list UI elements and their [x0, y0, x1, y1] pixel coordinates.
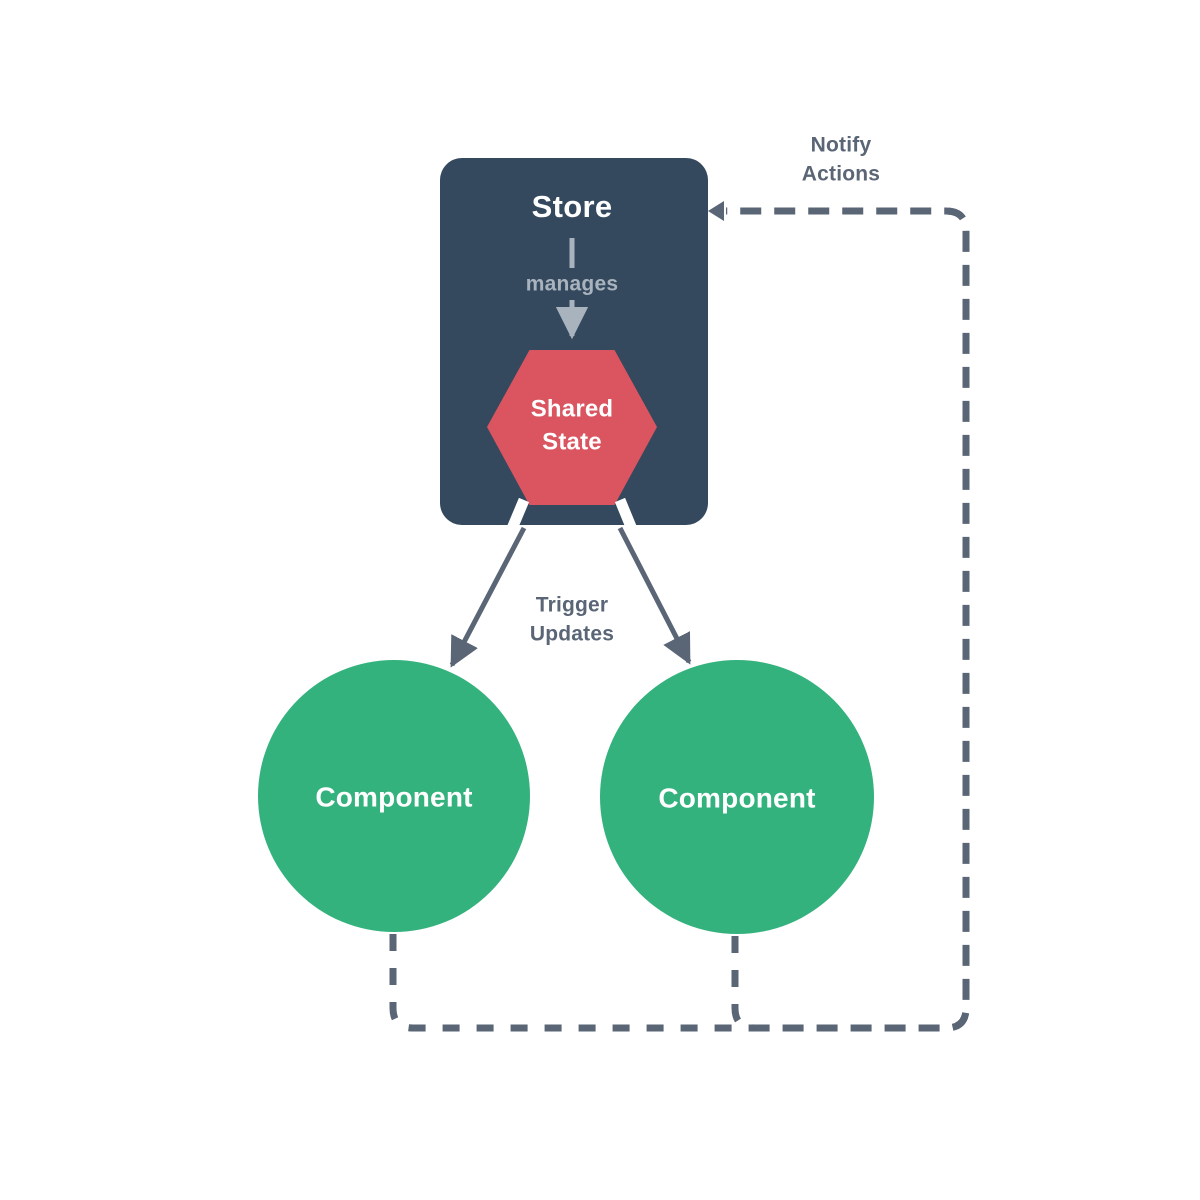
shared-state-label-line2: State	[542, 428, 602, 455]
shared-state-label-line1: Shared	[531, 395, 614, 422]
component-left-label: Component	[315, 781, 472, 812]
component-right-label: Component	[658, 782, 815, 813]
node-component-right[interactable]: Component	[600, 660, 874, 934]
trigger-updates-label-line2: Updates	[530, 623, 614, 646]
store-label: Store	[532, 189, 613, 224]
component-left-circle[interactable]	[258, 660, 530, 932]
manages-label: manages	[526, 273, 618, 296]
trigger-updates-line-left	[449, 526, 527, 668]
shared-state-hexagon[interactable]	[487, 350, 657, 505]
edge-manages: manages	[526, 238, 618, 340]
notify-actions-label-line2: Actions	[802, 163, 880, 186]
component-right-circle[interactable]	[600, 660, 874, 934]
edge-trigger-updates: Trigger Updates	[449, 497, 692, 668]
notify-actions-arrowhead-icon	[708, 201, 724, 221]
trigger-updates-line-right	[617, 526, 692, 665]
notify-actions-label-group: Notify Actions	[802, 134, 880, 186]
edge-notify-actions	[389, 201, 970, 1032]
notify-actions-label-line1: Notify	[811, 134, 872, 157]
notify-actions-path-right	[726, 207, 970, 1032]
trigger-updates-label-line1: Trigger	[536, 594, 609, 617]
node-component-left[interactable]: Component	[258, 660, 530, 932]
node-shared-state[interactable]: Shared State	[487, 350, 657, 505]
